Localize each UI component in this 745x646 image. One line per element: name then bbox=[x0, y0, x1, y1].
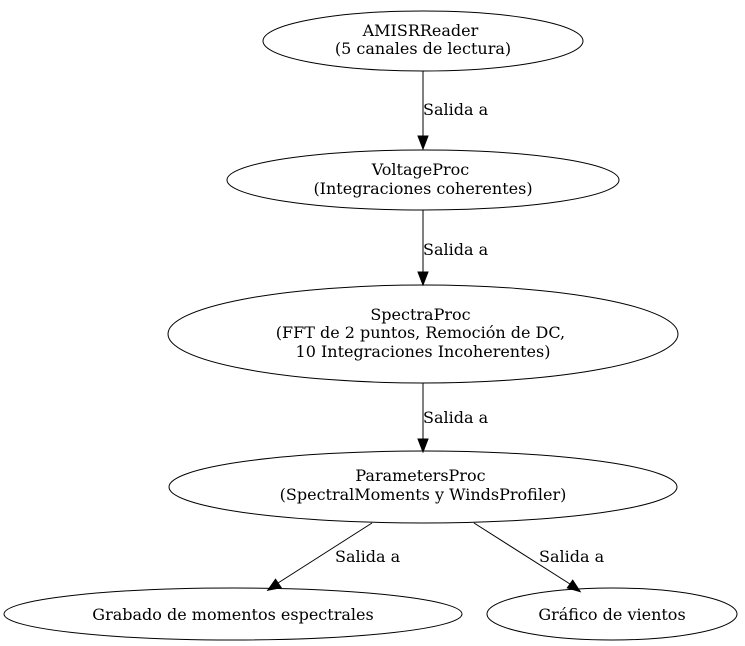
node-spectra-proc-detail-1: (FFT de 2 puntos, Remoción de DC, bbox=[276, 323, 565, 342]
edge-spectra-proc-to-parameters-proc: Salida a bbox=[417, 383, 489, 454]
node-voltage-proc-title: VoltageProc bbox=[371, 160, 470, 179]
node-spectral-moments-record-title: Grabado de momentos espectrales bbox=[92, 605, 373, 624]
node-parameters-proc: ParametersProc (SpectralMoments y WindsP… bbox=[168, 450, 678, 524]
node-parameters-proc-title: ParametersProc bbox=[355, 466, 485, 485]
node-parameters-proc-label: ParametersProc (SpectralMoments y WindsP… bbox=[280, 466, 567, 504]
arrowhead-icon bbox=[417, 135, 429, 151]
edge-label: Salida a bbox=[423, 100, 489, 119]
node-spectra-proc-detail-2: 10 Integraciones Incoherentes) bbox=[296, 342, 551, 361]
edge-line bbox=[473, 522, 571, 585]
node-voltage-proc-subtitle: (Integraciones coherentes) bbox=[313, 179, 532, 198]
node-spectra-proc-label: SpectraProc (FFT de 2 puntos, Remoción d… bbox=[276, 305, 570, 361]
edge-label: Salida a bbox=[335, 547, 401, 566]
edge-label: Salida a bbox=[423, 240, 489, 259]
node-spectral-moments-record-label: Grabado de momentos espectrales bbox=[92, 605, 373, 624]
node-spectral-moments-record-shape bbox=[3, 587, 463, 641]
node-wind-plot: Gráfico de vientos bbox=[486, 587, 738, 641]
node-amisr-reader-label: AMISRReader (5 canales de lectura) bbox=[335, 21, 511, 58]
node-amisr-reader: AMISRReader (5 canales de lectura) bbox=[262, 10, 584, 72]
edge-line bbox=[277, 522, 373, 584]
node-wind-plot-title: Gráfico de vientos bbox=[538, 605, 685, 624]
arrowhead-icon bbox=[417, 271, 429, 287]
edge-parameters-proc-to-spectral-moments-record: Salida a bbox=[266, 522, 401, 592]
node-amisr-reader-title: AMISRReader bbox=[362, 21, 479, 40]
arrowhead-icon bbox=[566, 579, 582, 593]
edge-voltage-proc-to-spectra-proc: Salida a bbox=[417, 210, 489, 287]
edge-amisr-reader-to-voltage-proc: Salida a bbox=[417, 71, 489, 151]
node-amisr-reader-subtitle: (5 canales de lectura) bbox=[335, 39, 511, 58]
edge-label: Salida a bbox=[423, 408, 489, 427]
node-voltage-proc: VoltageProc (Integraciones coherentes) bbox=[226, 149, 620, 211]
node-spectra-proc: SpectraProc (FFT de 2 puntos, Remoción d… bbox=[167, 284, 679, 384]
node-spectra-proc-title: SpectraProc bbox=[370, 305, 470, 324]
node-spectral-moments-record: Grabado de momentos espectrales bbox=[3, 587, 463, 641]
edge-label: Salida a bbox=[539, 547, 605, 566]
node-parameters-proc-subtitle: (SpectralMoments y WindsProfiler) bbox=[280, 485, 567, 504]
node-wind-plot-label: Gráfico de vientos bbox=[538, 605, 685, 624]
node-wind-plot-shape bbox=[486, 587, 738, 641]
edge-parameters-proc-to-wind-plot: Salida a bbox=[473, 522, 605, 593]
arrowhead-icon bbox=[266, 578, 283, 592]
arrowhead-icon bbox=[417, 438, 429, 454]
node-voltage-proc-label: VoltageProc (Integraciones coherentes) bbox=[313, 160, 532, 198]
